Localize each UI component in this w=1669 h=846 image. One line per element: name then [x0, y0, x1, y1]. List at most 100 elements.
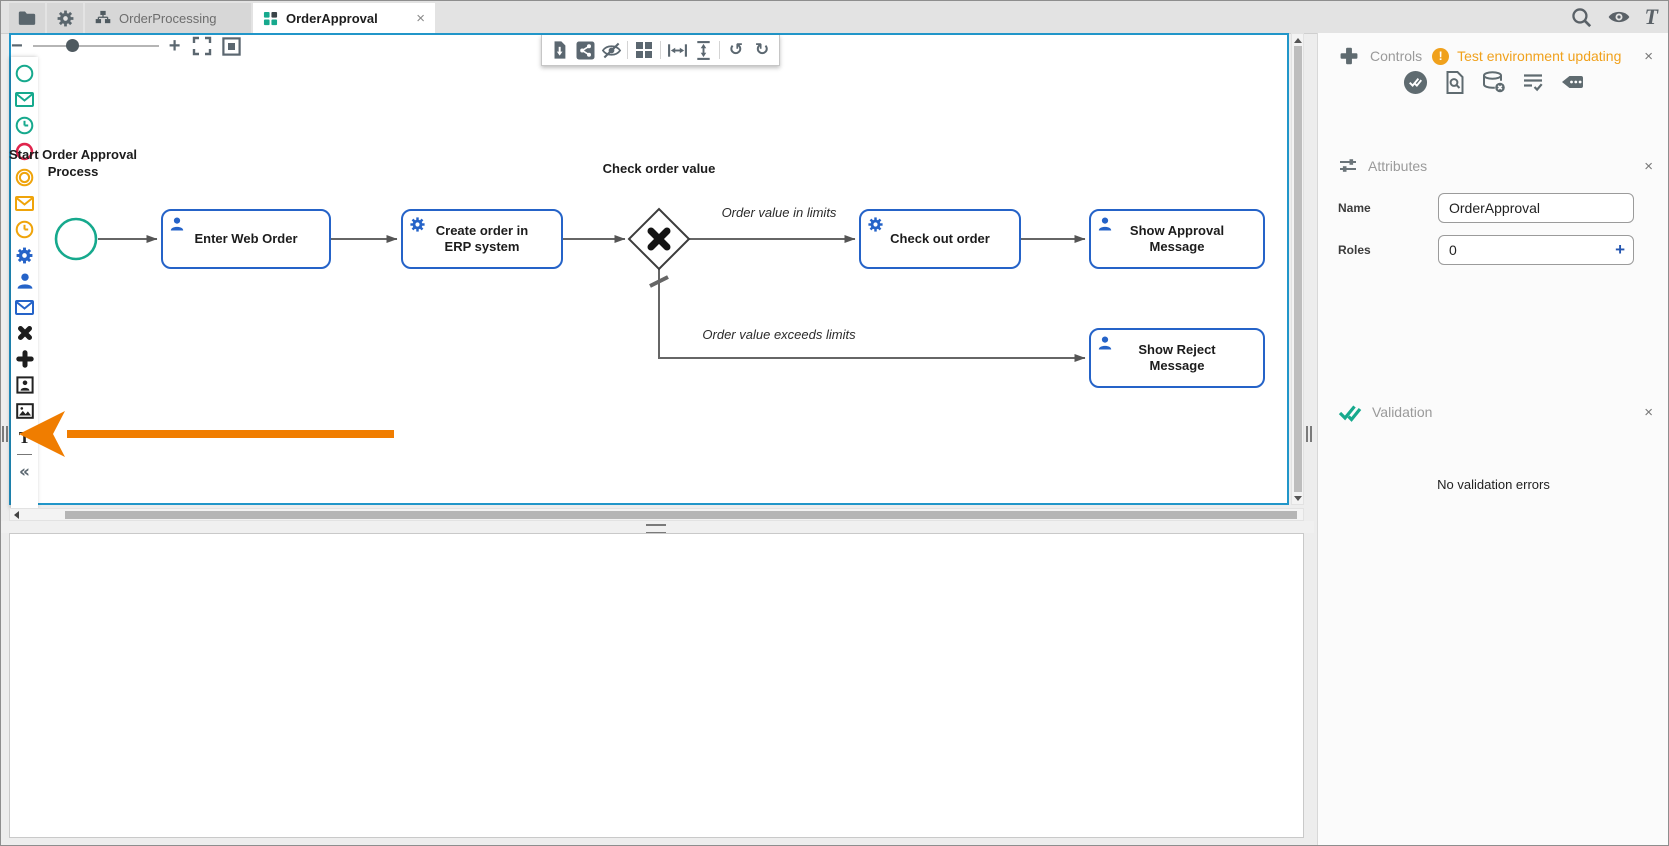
validation-message: No validation errors [1437, 477, 1550, 492]
palette-parallel-gateway[interactable] [12, 346, 38, 372]
process-canvas[interactable]: Start Order Approval Process Check order… [9, 33, 1289, 509]
task-check-out-order[interactable]: Check out order [859, 209, 1021, 269]
clear-data-icon[interactable] [1481, 69, 1507, 95]
palette-intermediate-event[interactable] [12, 164, 38, 190]
toolbar-separator [719, 41, 720, 59]
user-task-icon [169, 216, 185, 232]
validation-close-icon[interactable]: × [1644, 403, 1653, 421]
palette-divider [17, 454, 32, 455]
zoom-in-button[interactable]: + [168, 35, 181, 57]
tag-icon[interactable] [1559, 69, 1585, 95]
vertical-scroll-thumb[interactable] [1294, 46, 1302, 492]
files-tab-button[interactable] [9, 3, 45, 33]
canvas-vertical-scrollbar[interactable] [1291, 33, 1304, 505]
canvas-horizontal-scrollbar[interactable] [9, 508, 1304, 521]
warning-text: Test environment updating [1457, 48, 1622, 64]
validation-title: Validation [1372, 404, 1433, 420]
task-label: Show Reject Message [1138, 341, 1216, 373]
palette-timer-start-event[interactable] [12, 112, 38, 138]
flow-label-exceeds: Order value exceeds limits [702, 327, 856, 342]
environment-warning: ! Test environment updating [1432, 47, 1622, 65]
gateway-label: Check order value [602, 161, 716, 176]
toolbar-separator [660, 41, 661, 59]
add-role-button[interactable]: + [1615, 240, 1625, 259]
palette-message-start-event[interactable] [12, 86, 38, 112]
name-field-row: Name [1338, 193, 1634, 223]
tab-close-icon[interactable]: × [416, 9, 425, 27]
attributes-close-icon[interactable]: × [1644, 157, 1653, 175]
flow-label-in-limits: Order value in limits [721, 205, 837, 220]
palette-text[interactable]: T [18, 427, 31, 447]
toolbar-separator [627, 41, 628, 59]
palette-exclusive-gateway[interactable] [12, 320, 38, 346]
palette-image[interactable] [12, 398, 38, 424]
palette-end-event[interactable] [12, 138, 38, 164]
task-show-reject-message[interactable]: Show Reject Message [1089, 328, 1265, 388]
tab-orderprocessing[interactable]: OrderProcessing [85, 3, 251, 33]
fit-width-icon[interactable] [664, 37, 690, 63]
right-splitter-grip[interactable] [1306, 426, 1312, 442]
palette-start-event[interactable] [12, 60, 38, 86]
start-event-label: Start Order Approval Process [8, 147, 138, 179]
palette-collapse-icon[interactable]: « [19, 461, 30, 482]
grid-icon[interactable] [631, 37, 657, 63]
log-search-icon[interactable] [1442, 69, 1468, 95]
task-show-approval-message[interactable]: Show Approval Message [1089, 209, 1265, 269]
user-task-icon [1097, 216, 1113, 232]
controls-actions [1318, 69, 1668, 95]
fullscreen-icon[interactable] [192, 36, 212, 56]
hide-overlays-icon[interactable] [598, 37, 624, 63]
attributes-title: Attributes [1368, 158, 1428, 174]
scroll-down-icon[interactable] [1294, 496, 1302, 501]
validation-section-header: Validation × [1338, 401, 1653, 423]
redo-icon[interactable]: ↻ [754, 39, 770, 60]
scroll-up-icon[interactable] [1294, 38, 1302, 43]
zoom-slider-knob[interactable] [65, 39, 79, 52]
task-create-erp-order[interactable]: Create order in ERP system [401, 209, 563, 269]
task-label: Show Approval Message [1129, 222, 1225, 254]
zoom-slider[interactable] [32, 39, 159, 52]
roles-input[interactable] [1438, 235, 1634, 265]
palette-timer-intermediate-event[interactable] [12, 216, 38, 242]
undo-icon[interactable]: ↺ [728, 39, 744, 60]
properties-panel: Controls ! Test environment updating × [1317, 33, 1668, 845]
scroll-left-icon[interactable] [14, 511, 19, 519]
roles-label: Roles [1338, 243, 1371, 257]
tab-orderapproval[interactable]: OrderApproval × [253, 3, 435, 33]
task-label: Check out order [890, 230, 990, 246]
folder-icon [18, 11, 36, 25]
brand-logo: T [1644, 4, 1658, 29]
name-input[interactable] [1438, 193, 1634, 223]
fit-view-icon[interactable] [222, 36, 242, 56]
start-event[interactable] [54, 217, 98, 261]
sitemap-icon [95, 10, 111, 24]
left-splitter-grip[interactable] [2, 426, 8, 442]
user-task-icon [1097, 335, 1113, 351]
horizontal-splitter[interactable] [1, 521, 1314, 534]
export-icon[interactable] [546, 37, 572, 63]
task-label: Create order in ERP system [435, 222, 529, 254]
warning-icon: ! [1432, 47, 1450, 65]
name-label: Name [1338, 201, 1371, 215]
tab-label: OrderApproval [286, 10, 378, 26]
controls-icon [1340, 47, 1358, 65]
fit-height-icon[interactable] [690, 37, 716, 63]
palette-message-task[interactable] [12, 294, 38, 320]
controls-close-icon[interactable]: × [1644, 47, 1653, 65]
horizontal-scroll-thumb[interactable] [65, 511, 1297, 519]
zoom-out-button[interactable]: − [11, 35, 23, 57]
palette-user-task[interactable] [12, 268, 38, 294]
share-icon[interactable] [572, 37, 598, 63]
log-list-icon[interactable] [1520, 69, 1546, 95]
validate-icon[interactable] [1403, 69, 1429, 95]
controls-section-header: Controls ! Test environment updating × [1338, 45, 1653, 67]
gear-icon [57, 10, 73, 26]
task-enter-web-order[interactable]: Enter Web Order [161, 209, 331, 269]
preview-eye-icon[interactable] [1607, 7, 1631, 27]
settings-tab-button[interactable] [47, 3, 83, 33]
search-icon[interactable] [1570, 6, 1593, 29]
palette-participant[interactable] [12, 372, 38, 398]
palette-message-intermediate-event[interactable] [12, 190, 38, 216]
palette-service-task[interactable] [12, 242, 38, 268]
